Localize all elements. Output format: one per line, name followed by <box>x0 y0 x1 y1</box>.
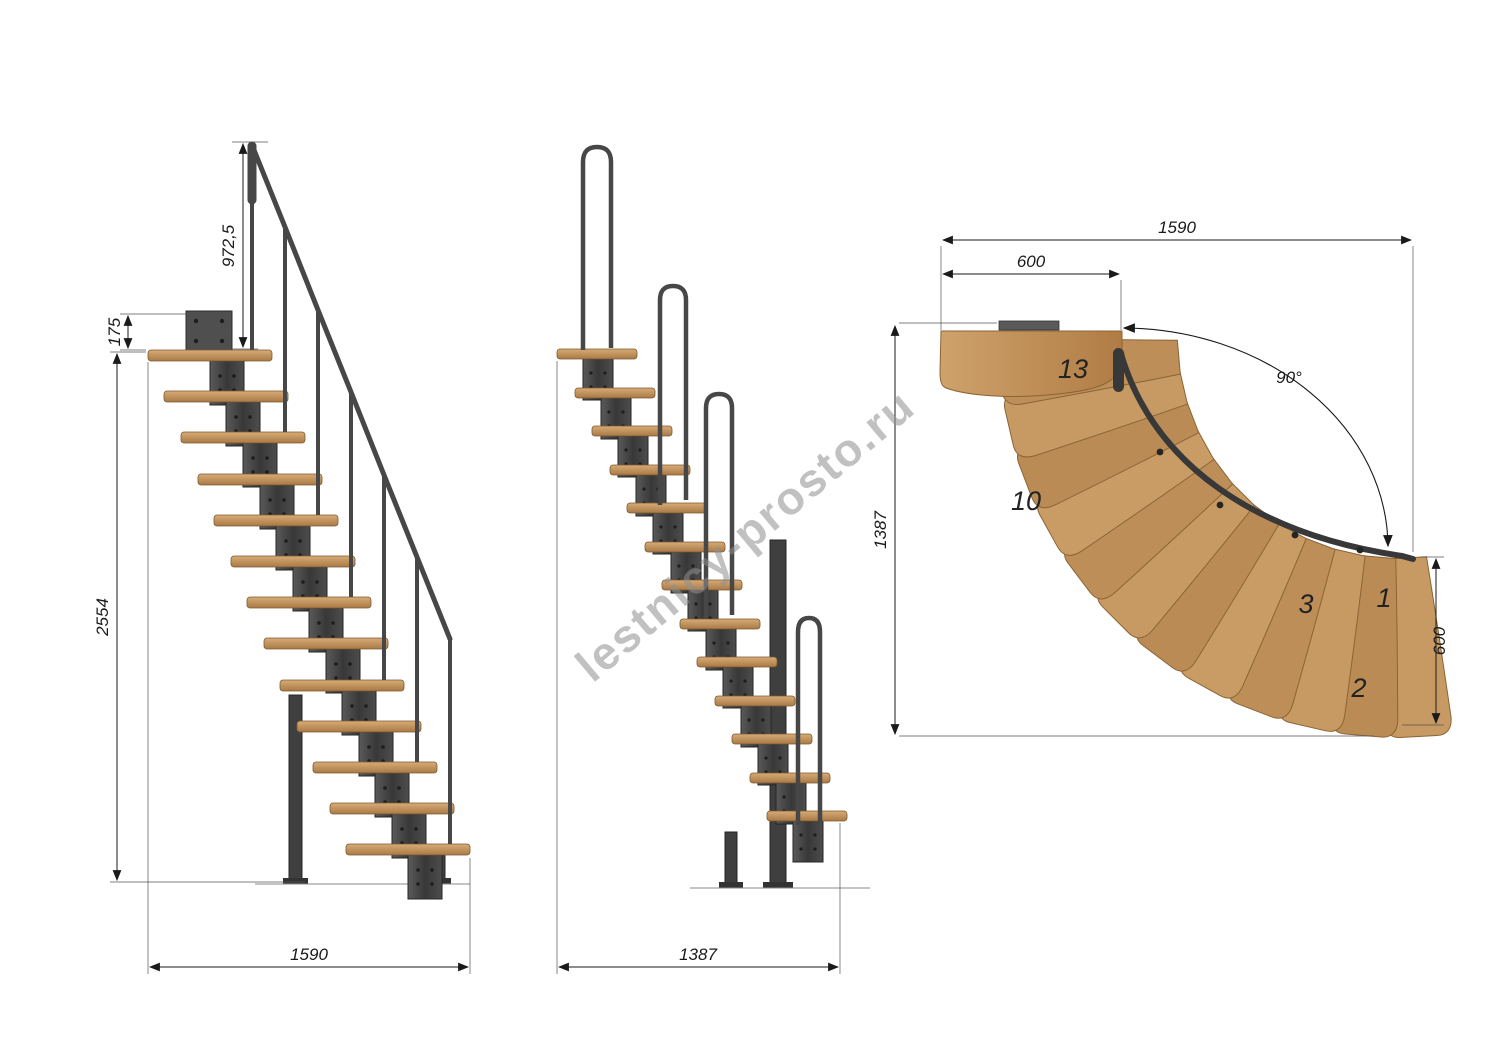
foot-plate <box>719 882 743 888</box>
plan-tread-13 <box>939 330 1123 397</box>
wall-bracket <box>185 310 233 352</box>
step-number-3: 3 <box>1298 589 1313 619</box>
step-number-2: 2 <box>1350 673 1366 703</box>
dim-overall-length: 1590 <box>1158 218 1196 237</box>
dim-right-tread-width: 600 <box>1430 626 1449 655</box>
handrail-end-post <box>1113 348 1124 392</box>
step-number-1: 1 <box>1376 583 1391 613</box>
dim-handrail-height: 972,5 <box>219 224 238 267</box>
stair-tread <box>345 843 471 900</box>
dim-run-length: 1590 <box>290 945 328 964</box>
support-leg <box>724 831 738 889</box>
dim-total-rise: 2554 <box>93 598 112 637</box>
support-leg <box>769 539 787 889</box>
wall-bracket-plan <box>998 320 1060 331</box>
dim-overall-depth: 1387 <box>871 511 890 549</box>
dimensions-side: 972,5 175 2554 1590 <box>93 141 471 974</box>
handrail-side <box>247 141 453 844</box>
dim-turn-angle: 90° <box>1276 368 1302 387</box>
dim-bracket-offset: 175 <box>105 317 124 346</box>
front-elevation-view <box>556 144 870 889</box>
foot-plate <box>763 882 793 888</box>
foot-plate <box>283 878 308 884</box>
dim-top-tread-width: 600 <box>1017 252 1046 271</box>
step-number-13: 13 <box>1058 354 1088 384</box>
dimensions-front: 1387 <box>556 361 841 974</box>
step-number-10: 10 <box>1011 486 1041 516</box>
dim-overall-width: 1387 <box>679 945 717 964</box>
plan-view: 13 10 3 1 2 <box>939 320 1453 739</box>
side-elevation-view <box>147 141 471 900</box>
handrail-front <box>580 144 823 825</box>
dimensions-plan: 1590 600 1387 600 90° <box>871 218 1449 737</box>
